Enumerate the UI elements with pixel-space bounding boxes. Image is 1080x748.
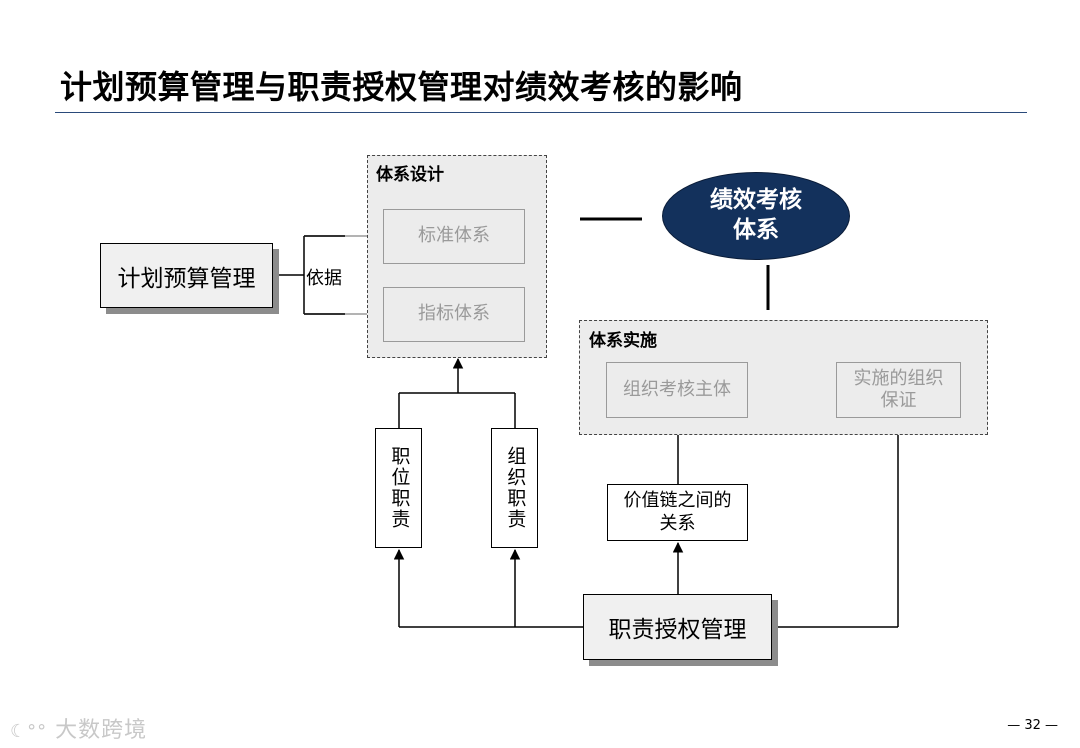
position-duty-label: 职位职责 [388,446,411,530]
org-duty-label: 组织职责 [504,446,527,530]
system-design-label: 体系设计 [376,165,444,185]
org-duty-node: 组织职责 [491,428,538,548]
value-chain-node: 价值链之间的 关系 [607,484,748,541]
duty-auth-label: 职责授权管理 [608,617,747,643]
plan-budget-node: 计划预算管理 [100,243,273,308]
org-subject-label: 组织考核主体 [623,378,731,400]
org-subject-node: 组织考核主体 [606,362,748,418]
standard-system-node: 标准体系 [383,209,525,264]
logo-text: 大数跨境 [55,718,148,743]
performance-system-node: 绩效考核 体系 [662,172,850,260]
duty-auth-node: 职责授权管理 [583,594,772,660]
org-guarantee-node: 实施的组织 保证 [836,362,961,418]
title-divider [55,112,1027,113]
system-implementation-label: 体系实施 [589,331,657,351]
watermark-logo: ☾°° 大数跨境 [10,712,147,744]
basis-label: 依据 [306,264,342,290]
indicator-system-label: 指标体系 [418,303,490,325]
page-number: — 32 — [1007,718,1058,733]
standard-system-label: 标准体系 [418,225,490,247]
value-chain-label: 价值链之间的 关系 [623,490,732,534]
performance-system-label: 绩效考核 体系 [710,187,802,243]
page-title: 计划预算管理与职责授权管理对绩效考核的影响 [60,68,743,106]
org-guarantee-label: 实施的组织 保证 [853,367,944,412]
plan-budget-label: 计划预算管理 [117,265,256,292]
indicator-system-node: 指标体系 [383,287,525,342]
position-duty-node: 职位职责 [375,428,422,548]
logo-icon: ☾°° [10,721,48,742]
